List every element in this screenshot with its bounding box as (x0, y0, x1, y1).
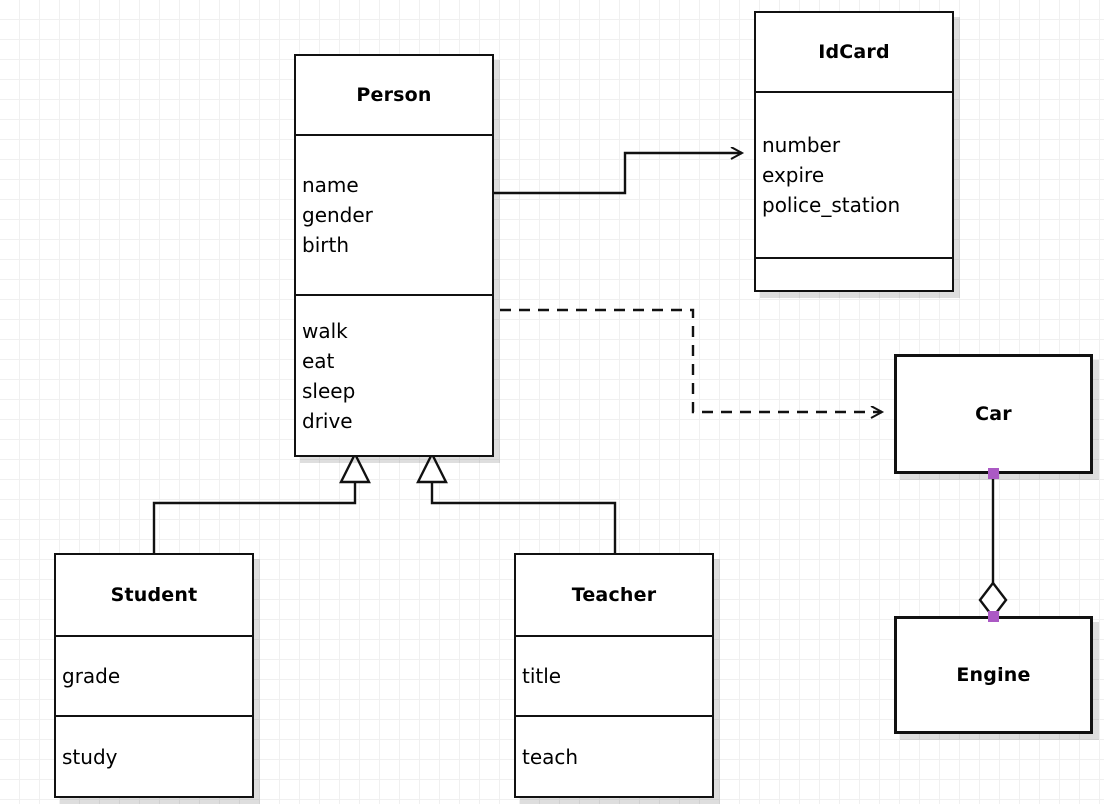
class-box-car[interactable]: Car (894, 354, 1093, 474)
attribute-item: gender (302, 203, 373, 227)
selection-handle-aggregation-target[interactable] (988, 611, 999, 622)
operation-item: walk (302, 318, 348, 343)
relationship-generalization-teacher-person[interactable] (416, 451, 617, 553)
attribute-item: grade (62, 664, 121, 688)
relationship-generalization-student-person[interactable] (152, 451, 371, 553)
operation-item: eat (302, 348, 335, 373)
operation-item: drive (302, 408, 353, 433)
attribute-item: police_station (762, 193, 901, 217)
operation-item: teach (522, 744, 579, 769)
class-attributes-student[interactable]: grade (56, 635, 252, 715)
generalization-line (430, 478, 617, 553)
class-box-student[interactable]: Student grade study (54, 553, 254, 798)
attribute-item: name (302, 173, 359, 197)
class-title-idcard: IdCard (818, 41, 890, 63)
class-box-person[interactable]: Person name gender birth walk eat sleep … (294, 54, 494, 457)
class-operations-person[interactable]: walk eat sleep drive (296, 294, 492, 455)
operation-item: study (62, 744, 118, 769)
relationship-aggregation-car-engine[interactable] (978, 474, 1008, 619)
attribute-item: expire (762, 163, 825, 187)
class-title-student: Student (110, 584, 198, 606)
hollow-triangle-arrowhead (416, 451, 448, 484)
generalization-line (152, 478, 357, 553)
dependency-line (500, 308, 882, 412)
class-operations-idcard[interactable] (756, 257, 952, 290)
class-title-engine: Engine (956, 664, 1031, 686)
class-box-teacher[interactable]: Teacher title teach (514, 553, 714, 798)
relationship-association-person-idcard[interactable] (494, 153, 742, 195)
relationship-dependency-person-car[interactable] (500, 308, 882, 412)
class-box-engine[interactable]: Engine (894, 616, 1093, 734)
class-operations-student[interactable]: study (56, 715, 252, 796)
association-line (494, 153, 742, 195)
hollow-triangle-arrowhead (339, 451, 371, 484)
class-operations-teacher[interactable]: teach (516, 715, 712, 796)
attribute-item: birth (302, 233, 349, 257)
class-title-person: Person (356, 84, 432, 106)
class-title-car: Car (975, 403, 1012, 425)
class-title-teacher: Teacher (571, 584, 657, 606)
operation-item: sleep (302, 378, 356, 403)
class-attributes-teacher[interactable]: title (516, 635, 712, 715)
class-box-idcard[interactable]: IdCard number expire police_station (754, 11, 954, 292)
attribute-item: title (522, 664, 562, 688)
class-attributes-idcard[interactable]: number expire police_station (756, 91, 952, 257)
selection-handle-aggregation-source[interactable] (988, 468, 999, 479)
attribute-item: number (762, 133, 841, 157)
class-attributes-person[interactable]: name gender birth (296, 134, 492, 294)
